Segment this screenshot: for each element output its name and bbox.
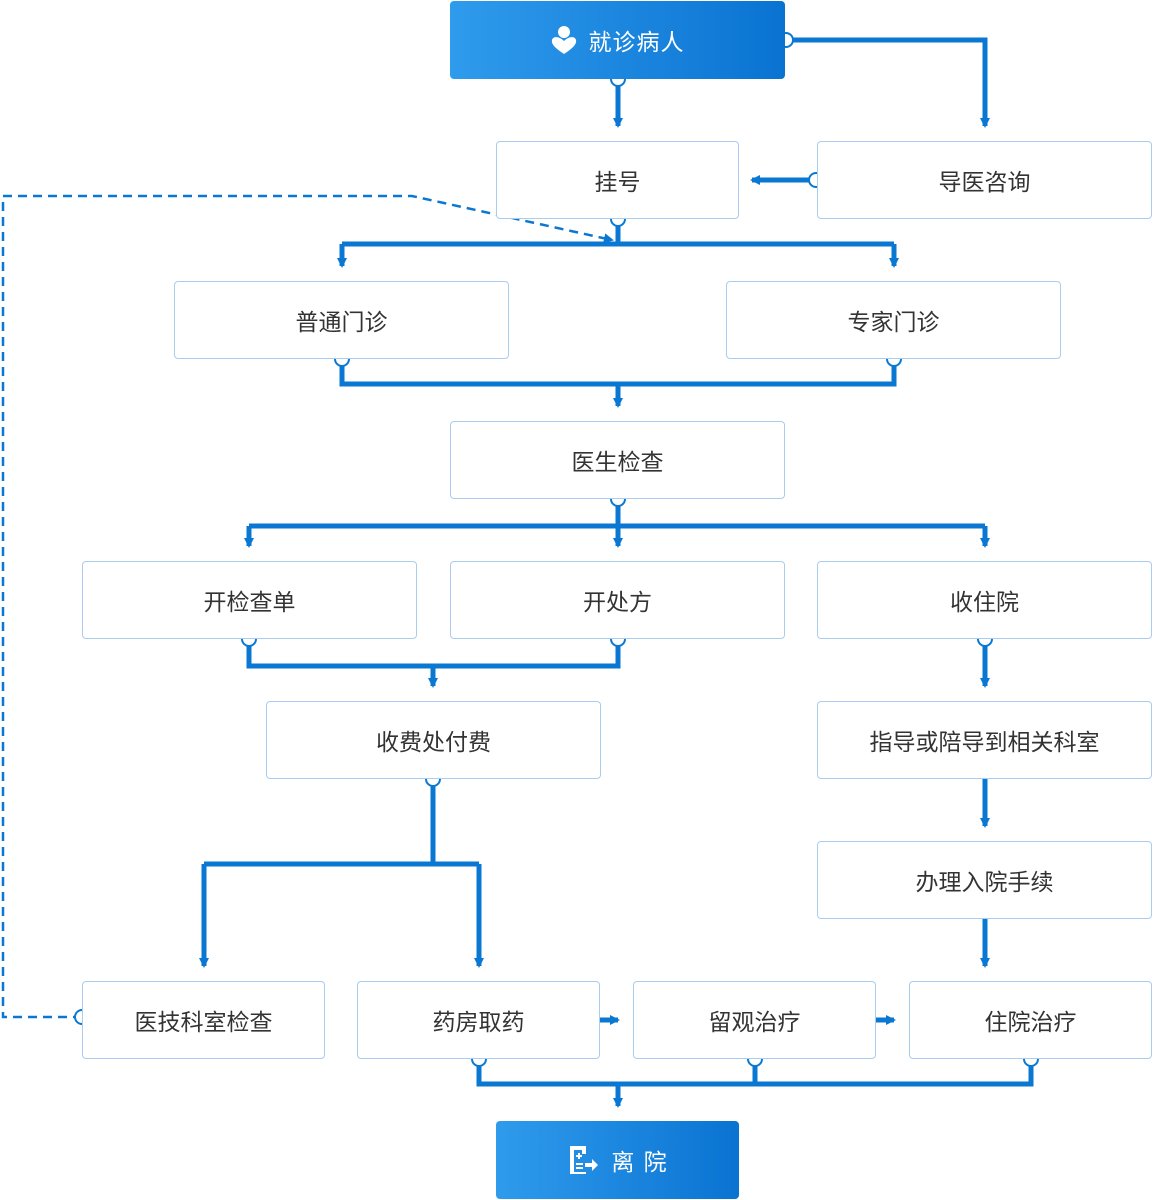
node-exam-order: 开检查单 [82,561,417,639]
node-label: 导医咨询 [938,170,1031,196]
node-label: 挂号 [594,170,641,196]
node-register: 挂号 [496,141,739,219]
connector-orders-merge [246,639,621,669]
node-label: 药房取药 [432,1010,525,1036]
connector-patient-guide [786,37,990,128]
node-admission: 收住院 [817,561,1152,639]
node-label: 离 院 [611,1150,668,1176]
node-doctor-exam: 医生检查 [450,421,785,499]
node-label: 指导或陪导到相关科室 [869,730,1100,756]
node-payment: 收费处付费 [266,701,601,779]
node-label: 普通门诊 [295,310,388,336]
node-label: 办理入院手续 [915,870,1054,896]
node-escort: 指导或陪导到相关科室 [817,701,1152,779]
node-general-clinic: 普通门诊 [174,281,509,359]
node-label: 收费处付费 [376,730,491,756]
connector-tech-exam-loop [1,194,614,1019]
node-label: 就诊病人 [588,30,685,56]
person-heart-icon [551,25,577,55]
node-discharge: 离 院 [496,1121,739,1199]
node-label: 开处方 [583,590,652,616]
node-admission-procedure: 办理入院手续 [817,841,1152,919]
node-label: 医技科室检查 [134,1010,273,1036]
node-guide-consult: 导医咨询 [817,141,1152,219]
node-label: 住院治疗 [984,1010,1077,1036]
node-prescription: 开处方 [450,561,785,639]
node-tech-exam: 医技科室检查 [82,981,325,1059]
hospital-exit-icon [567,1144,599,1176]
node-observation: 留观治疗 [633,981,876,1059]
node-label: 开检查单 [203,590,296,616]
node-label: 留观治疗 [708,1010,801,1036]
node-pharmacy: 药房取药 [357,981,600,1059]
node-label: 专家门诊 [847,310,940,336]
node-label: 医生检查 [571,450,664,476]
connector-clinics-merge [339,359,897,387]
node-patient: 就诊病人 [450,1,785,79]
node-label: 收住院 [950,590,1019,616]
node-expert-clinic: 专家门诊 [726,281,1061,359]
node-inpatient: 住院治疗 [909,981,1152,1059]
